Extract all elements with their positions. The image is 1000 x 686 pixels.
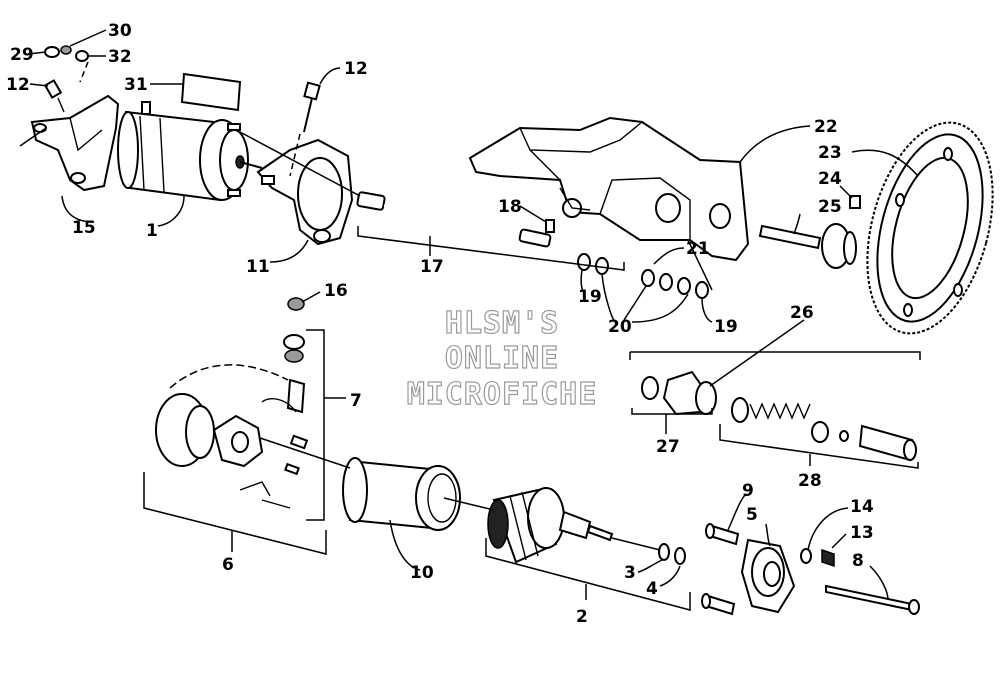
callout-29: 29 xyxy=(10,45,34,65)
callout-30: 30 xyxy=(108,21,132,41)
watermark-line-2: ONLINE xyxy=(445,341,559,376)
callout-12-upper: 12 xyxy=(344,59,368,79)
callout-18: 18 xyxy=(498,197,522,217)
part-23-ring-gear xyxy=(866,121,994,335)
part-22-chaincase-bracket xyxy=(468,116,750,262)
callout-28: 28 xyxy=(798,471,822,491)
leader-lines xyxy=(27,29,921,611)
part-17-cable xyxy=(356,191,552,248)
part-13-nut xyxy=(821,548,835,568)
callout-labels: 29 30 32 12 31 12 15 1 11 17 18 22 23 24… xyxy=(6,21,874,627)
callout-13: 13 xyxy=(850,523,874,543)
callout-22: 22 xyxy=(814,117,838,137)
part-7-brush-hardware xyxy=(239,297,309,509)
callout-25: 25 xyxy=(818,197,842,217)
callout-20: 20 xyxy=(608,317,632,337)
part-25-pinion-shaft xyxy=(758,223,857,269)
part-12-bolt-upper xyxy=(289,81,321,177)
part-16-nut xyxy=(287,297,305,311)
part-2-armature xyxy=(487,487,614,564)
small-hardware-top-left xyxy=(43,45,89,113)
callout-19-right: 19 xyxy=(714,317,738,337)
part-10-motor-yoke xyxy=(342,457,461,531)
part-28-spring-assembly xyxy=(731,397,917,462)
callout-5: 5 xyxy=(746,505,758,525)
callout-31: 31 xyxy=(124,75,148,95)
part-24-bolt xyxy=(849,195,861,209)
callout-6: 6 xyxy=(222,555,234,575)
watermark-line-1: HLSM'S xyxy=(445,306,559,341)
watermark: HLSM'S ONLINE MICROFICHE xyxy=(406,305,598,412)
part-27-pinion-drive xyxy=(641,370,717,416)
callout-27: 27 xyxy=(656,437,680,457)
part-4-washer xyxy=(674,547,686,565)
part-18-fitting xyxy=(545,219,555,233)
callout-14: 14 xyxy=(850,497,874,517)
part-11-flange-plate xyxy=(256,138,354,246)
part-19-washer-b xyxy=(695,281,709,299)
callout-4: 4 xyxy=(646,579,658,599)
part-31-label xyxy=(180,72,242,112)
callout-9: 9 xyxy=(742,481,754,501)
part-1-starter-motor xyxy=(117,101,263,202)
callout-19-left: 19 xyxy=(578,287,602,307)
part-30-washer xyxy=(60,45,72,55)
part-9-screws xyxy=(701,523,740,616)
part-20-washer-c xyxy=(677,277,691,295)
part-20-washer-b xyxy=(641,269,655,287)
part-8-through-bolt xyxy=(825,584,920,615)
part-19-washer-a xyxy=(577,253,591,271)
callout-8: 8 xyxy=(852,551,864,571)
callout-10: 10 xyxy=(410,563,434,583)
part-5-end-cover xyxy=(740,538,796,614)
callout-23: 23 xyxy=(818,143,842,163)
callout-16: 16 xyxy=(324,281,348,301)
callout-15: 15 xyxy=(72,218,96,238)
watermark-line-3: MICROFICHE xyxy=(407,377,598,412)
callout-26: 26 xyxy=(790,303,814,323)
callout-3: 3 xyxy=(624,563,636,583)
part-12-bolt-left xyxy=(43,79,63,99)
part-15-mounting-bracket xyxy=(19,94,120,192)
callout-1: 1 xyxy=(146,221,158,241)
callout-21: 21 xyxy=(686,239,710,259)
part-14-washer xyxy=(800,548,812,564)
callout-17: 17 xyxy=(420,257,444,277)
part-21-washer xyxy=(659,273,673,291)
callout-24: 24 xyxy=(818,169,842,189)
part-6-end-housing xyxy=(155,393,264,468)
callout-32: 32 xyxy=(108,47,132,67)
callout-11: 11 xyxy=(246,257,270,277)
part-32-washer xyxy=(75,50,89,62)
callout-7: 7 xyxy=(350,391,362,411)
callout-2: 2 xyxy=(576,607,588,627)
callout-12-left: 12 xyxy=(6,75,30,95)
part-3-washer xyxy=(658,543,670,561)
part-29-nut xyxy=(44,46,60,58)
